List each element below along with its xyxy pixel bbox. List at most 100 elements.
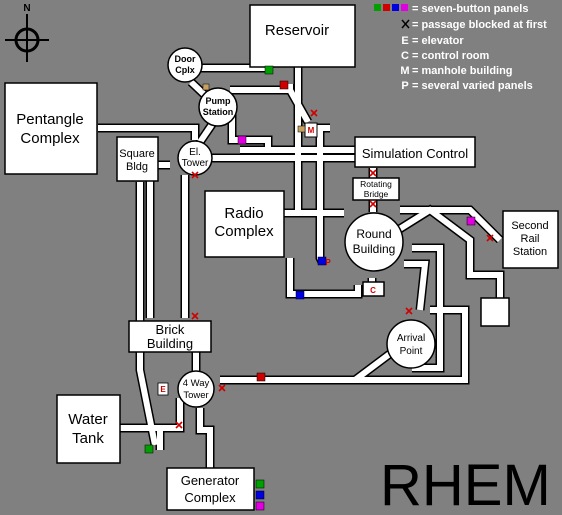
four-way-tower-label-1: 4 Way: [183, 378, 210, 389]
second-rail-label-1: Second: [511, 220, 548, 232]
radio-complex-label-1: Radio: [224, 205, 263, 222]
magenta-panel-second-rail[interactable]: [466, 216, 476, 226]
red-panel-four-way[interactable]: [256, 372, 266, 382]
reservoir-label: Reservoir: [265, 22, 329, 39]
blue-panel-round-path[interactable]: [317, 256, 327, 266]
rotating-bridge-label-1: Rotating: [360, 179, 392, 189]
passage[interactable]: [400, 207, 503, 243]
blocked-x-icon: [175, 421, 183, 429]
radio-complex-building[interactable]: [204, 190, 285, 258]
water-tank-building[interactable]: [56, 394, 121, 464]
door-cplx-label-1: Door: [175, 54, 196, 64]
second-rail-label-3: Station: [513, 246, 547, 258]
passage[interactable]: [287, 258, 361, 297]
legend-elevator: = elevator: [412, 35, 464, 47]
blocked-x-icon: [486, 234, 494, 242]
door-cplx-label-2: Cplx: [175, 65, 195, 75]
round-building[interactable]: [344, 212, 404, 272]
legend-swatch-green: [374, 4, 381, 11]
second-rail-station-building[interactable]: [502, 210, 559, 269]
arrival-point-label-2: Point: [400, 346, 423, 357]
passage[interactable]: [197, 408, 213, 470]
red-panel-pump-path[interactable]: [279, 80, 289, 90]
water-tank-label-2: Tank: [72, 430, 104, 447]
legend: = seven-button panels = passage blocked …: [374, 3, 547, 92]
panels: [144, 65, 476, 511]
passages: [98, 50, 505, 470]
passage-outline: [227, 112, 273, 150]
magenta-panel-generator[interactable]: [255, 501, 265, 511]
passage[interactable]: [137, 182, 158, 446]
radio-complex-label-2: Complex: [214, 223, 274, 240]
brick-building-label-2: Building: [147, 336, 193, 351]
markers: M P E: [157, 83, 494, 429]
passage[interactable]: [229, 112, 271, 150]
elevator[interactable]: [157, 382, 169, 396]
simulation-control-building[interactable]: [354, 136, 476, 168]
passage[interactable]: [355, 307, 468, 383]
legend-varied-symbol: P: [401, 80, 408, 92]
magenta-panel-pump-path[interactable]: [237, 135, 247, 145]
rotating-bridge-label-2: Bridge: [364, 189, 389, 199]
pentangle-label-1: Pentangle: [16, 111, 84, 128]
legend-swatch-red: [383, 4, 390, 11]
four-way-tower-label-2: Tower: [183, 390, 208, 401]
blocked-x-icon: [369, 169, 377, 177]
brick-building[interactable]: [128, 320, 212, 353]
four-way-tower[interactable]: [177, 370, 215, 408]
legend-control-room: = control room: [412, 50, 490, 62]
legend-varied-panels: = several varied panels: [412, 80, 533, 92]
passage[interactable]: [396, 206, 503, 300]
square-building[interactable]: [116, 136, 159, 182]
pump-station-building[interactable]: [198, 87, 238, 127]
control-room[interactable]: [362, 281, 385, 297]
passage[interactable]: [147, 162, 170, 318]
pentangle-label-2: Complex: [20, 130, 80, 147]
legend-seven-button: = seven-button panels: [412, 3, 528, 15]
green-panel-water-tank[interactable]: [144, 444, 154, 454]
ladder-near-pump: [202, 83, 210, 91]
buildings: Reservoir Door Cplx Pump Station Pentang…: [4, 4, 559, 511]
varied-panels-marker[interactable]: P: [325, 258, 331, 267]
legend-blocked: = passage blocked at first: [412, 19, 547, 31]
reservoir-building[interactable]: [249, 4, 356, 68]
rotating-bridge[interactable]: [352, 177, 400, 201]
el-tower-label-1: El.: [189, 147, 201, 158]
round-building-label-2: Building: [353, 242, 396, 256]
blocked-passage-marks: [175, 109, 494, 429]
passage[interactable]: [98, 125, 198, 140]
elevator-marker: E: [160, 385, 166, 394]
brick-building-label-1: Brick: [156, 322, 185, 337]
legend-swatch-magenta: [401, 4, 408, 11]
el-tower-label-2: Tower: [182, 158, 209, 169]
generator-complex-building[interactable]: [166, 467, 255, 511]
green-panel-reservoir[interactable]: [264, 65, 274, 75]
blocked-x-icon: [369, 200, 377, 208]
second-rail-label-2: Rail: [521, 233, 540, 245]
blue-panel-radio-path[interactable]: [295, 290, 305, 300]
blocked-x-icon: [405, 307, 413, 315]
blue-panel-generator[interactable]: [255, 490, 265, 500]
legend-control-symbol: C: [401, 50, 409, 62]
legend-blocked-x-icon: [401, 19, 410, 29]
pentangle-complex-building[interactable]: [4, 82, 98, 175]
water-tank-label-1: Water: [68, 411, 107, 428]
legend-manhole: = manhole building: [412, 65, 513, 77]
passage[interactable]: [118, 398, 183, 431]
door-complex-building[interactable]: [167, 47, 203, 83]
green-panel-generator[interactable]: [255, 479, 265, 489]
control-room-marker: C: [370, 286, 376, 295]
legend-elevator-symbol: E: [401, 35, 408, 47]
manhole-marker: M: [308, 126, 315, 135]
simulation-control-label: Simulation Control: [362, 146, 468, 161]
passage[interactable]: [404, 261, 429, 311]
compass-north-label: N: [23, 3, 30, 14]
legend-manhole-symbol: M: [400, 65, 409, 77]
pump-station-label-2: Station: [203, 107, 234, 117]
arrival-point-label-1: Arrival: [397, 333, 425, 344]
round-building-label-1: Round: [356, 227, 391, 241]
square-bldg-label-1: Square: [119, 148, 154, 160]
arrival-point[interactable]: [386, 319, 436, 369]
rail-platform: [480, 297, 510, 327]
